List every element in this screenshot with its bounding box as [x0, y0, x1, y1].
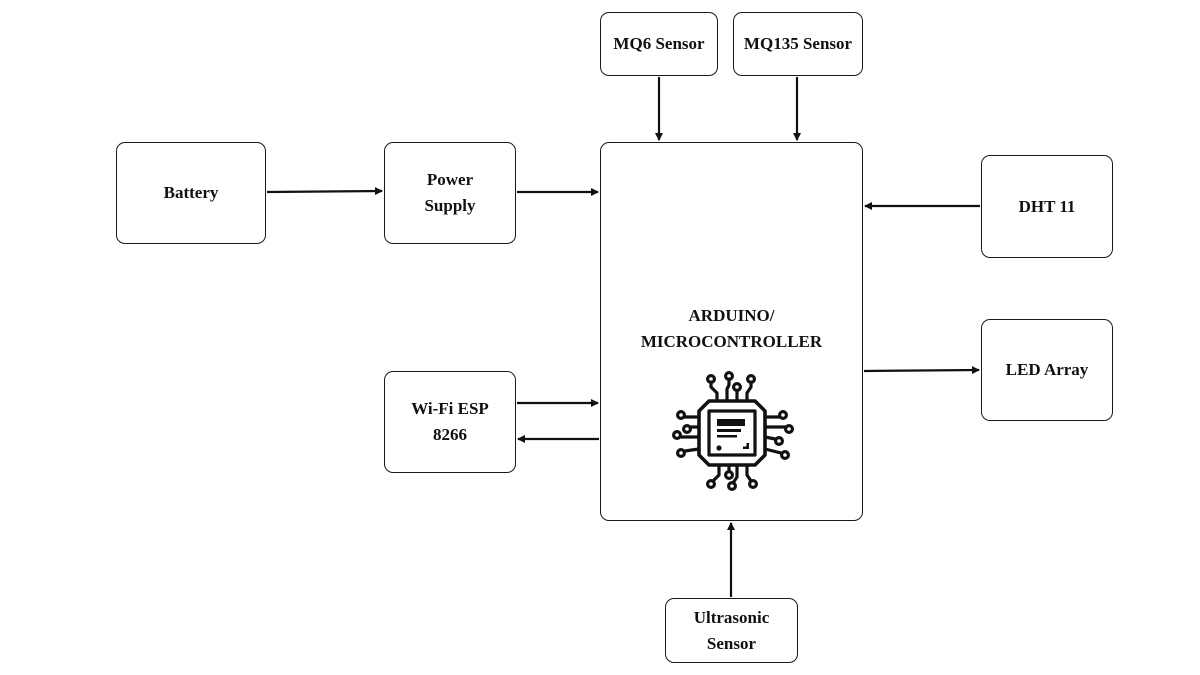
dht11-block: DHT 11: [981, 155, 1113, 258]
microchip-icon: [671, 371, 794, 491]
led-array-block: LED Array: [981, 319, 1113, 421]
power-supply-label: Power Supply: [424, 170, 476, 215]
dht11-label: DHT 11: [1018, 196, 1076, 216]
arrow-mcu-to-led: [863, 366, 980, 375]
microcontroller-label: ARDUINO/ MICROCONTROLLER: [640, 306, 823, 351]
mq135-sensor-label: MQ135 Sensor: [743, 34, 853, 53]
power-supply-block: Power Supply: [384, 142, 516, 244]
battery-label: Battery: [163, 183, 219, 202]
ultrasonic-sensor-label: Ultrasonic Sensor: [693, 607, 770, 653]
mq6-sensor-label: MQ6 Sensor: [613, 34, 705, 53]
led-array-label: LED Array: [1005, 360, 1089, 379]
arrow-battery-to-power: [266, 187, 383, 196]
ultrasonic-sensor-block: Ultrasonic Sensor: [665, 598, 798, 663]
mq6-sensor-block: MQ6 Sensor: [600, 12, 718, 76]
battery-block: Battery: [116, 142, 266, 244]
wifi-esp8266-block: Wi-Fi ESP 8266: [384, 371, 516, 473]
microcontroller-block: ARDUINO/ MICROCONTROLLER: [600, 142, 863, 521]
mq135-sensor-block: MQ135 Sensor: [733, 12, 863, 76]
wifi-esp8266-label: Wi-Fi ESP 8266: [411, 399, 489, 444]
